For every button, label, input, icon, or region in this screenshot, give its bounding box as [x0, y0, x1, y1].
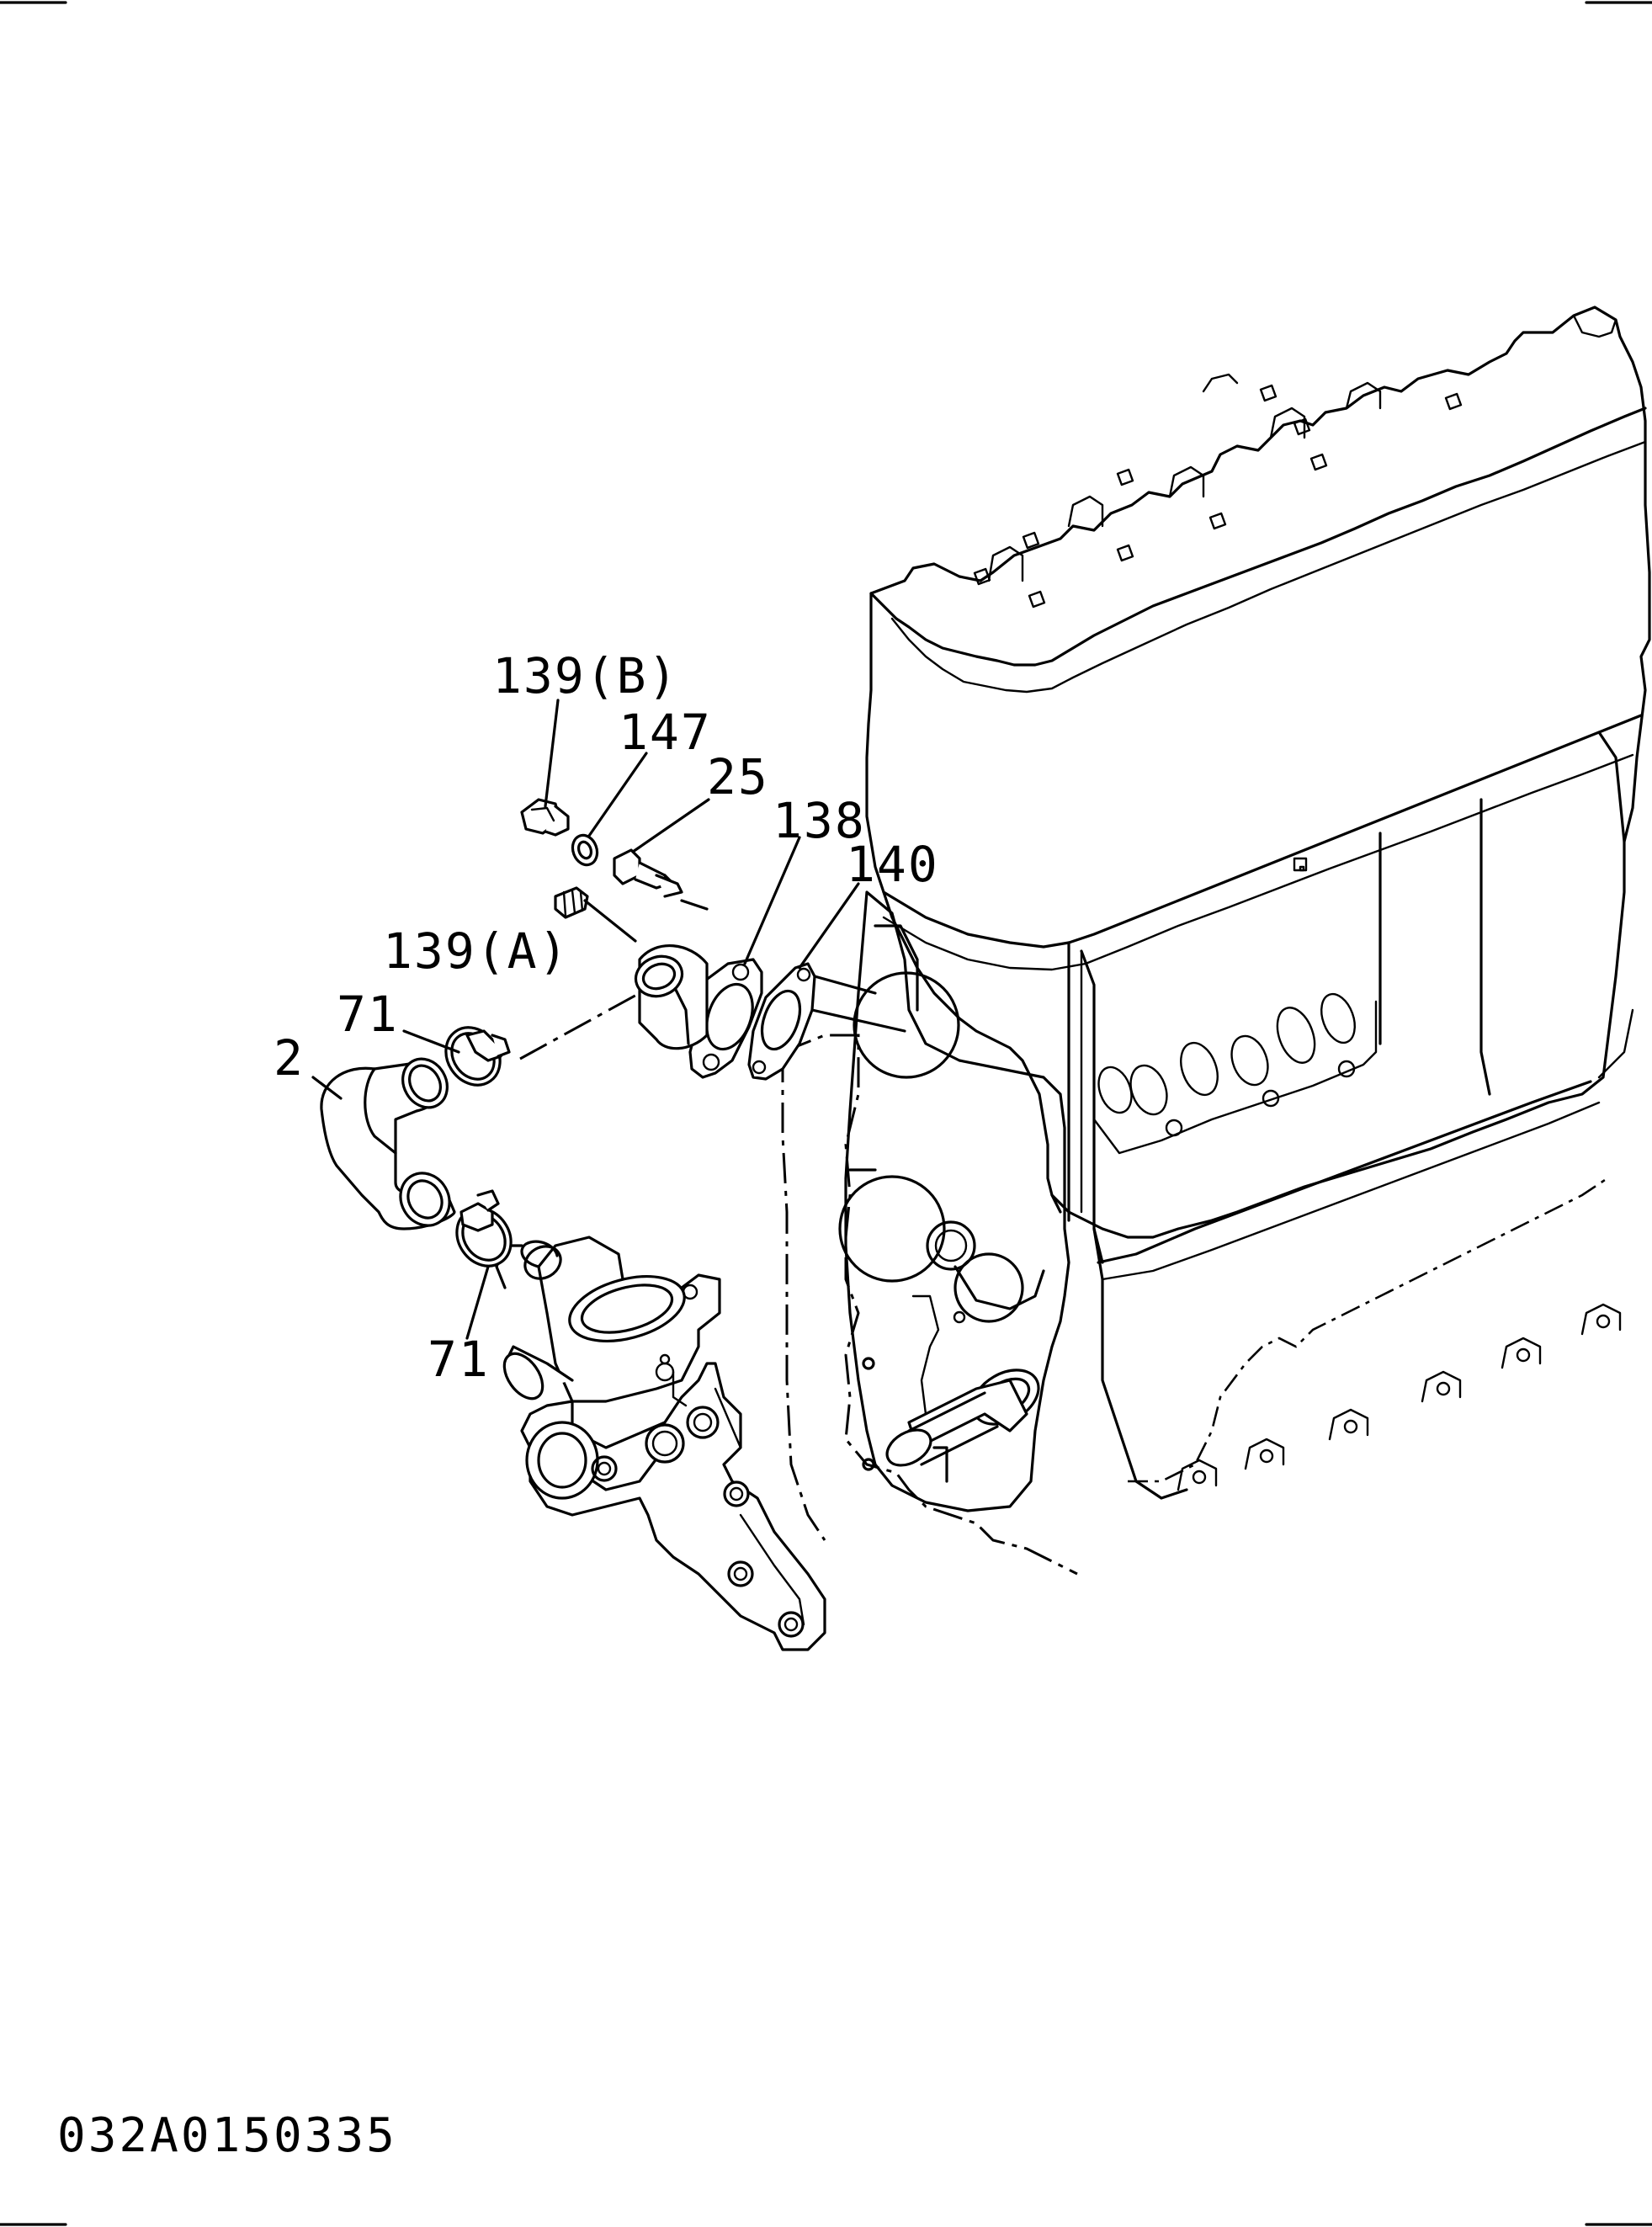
hose-2: [320, 1057, 456, 1230]
oil-pan-lugs: [1177, 1303, 1622, 1491]
head-ports: [1092, 992, 1378, 1155]
callout-25: 25: [707, 748, 769, 805]
callout-139b: 139(B): [492, 647, 679, 704]
leader-lines: [311, 699, 860, 1340]
hose-clamp-upper: [444, 1026, 511, 1087]
hose-clamp-lower: [455, 1189, 513, 1268]
callout-138: 138: [773, 792, 866, 849]
callout-147: 147: [619, 704, 712, 761]
callout-140: 140: [846, 836, 939, 893]
assembly-lines: [519, 899, 906, 1060]
callout-139a: 139(A): [383, 922, 570, 980]
washer-147: [571, 833, 599, 867]
plug-139a: [554, 886, 589, 919]
water-outlet-elbow: [634, 943, 763, 1079]
crankshaft-nose: [885, 1369, 1040, 1467]
callout-labels: 139(B) 147 25 138 140 139(A) 71 2 71: [274, 647, 939, 1388]
callout-2: 2: [274, 1029, 305, 1087]
engine-block: [781, 306, 1651, 1576]
water-pump: [495, 1236, 826, 1651]
head-lugs: [973, 314, 1617, 872]
callout-71-upper: 71: [337, 986, 399, 1043]
gasket-140: [747, 962, 816, 1081]
drawing-code: 032A0150335: [57, 2108, 397, 2163]
callout-71-lower: 71: [428, 1331, 490, 1388]
plug-139b: [520, 798, 570, 837]
bolt-25: [613, 848, 683, 898]
